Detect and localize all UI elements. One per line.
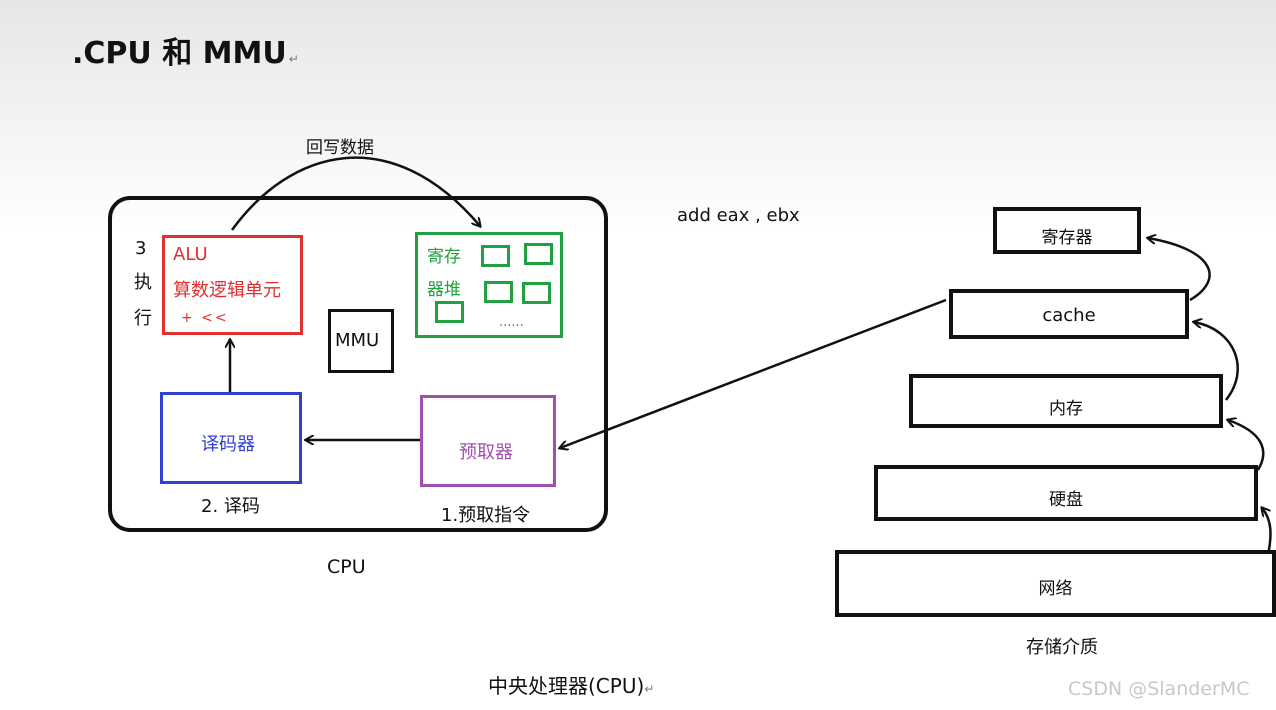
- storage-level-label: 网络: [1038, 579, 1073, 599]
- cpu-label: CPU: [327, 556, 366, 578]
- register-cell: [484, 281, 513, 303]
- slide-caption: 中央处理器(CPU)↵: [488, 670, 654, 699]
- mmu-label: MMU: [335, 330, 380, 351]
- storage-caption: 存储介质: [1026, 637, 1098, 658]
- prefetcher-box: 预取器: [420, 395, 556, 487]
- storage-level-label: 硬盘: [1049, 490, 1083, 510]
- register-heap-label-2: 器堆: [427, 280, 461, 300]
- cache-to-register-arrow: [1148, 238, 1211, 302]
- step3-number: 3: [135, 238, 147, 259]
- memory-to-cache-arrow: [1194, 322, 1239, 401]
- mmu-box: MMU: [328, 309, 394, 373]
- storage-level-network: 网络: [835, 550, 1276, 617]
- storage-level-label: cache: [1042, 305, 1096, 326]
- writeback-label: 回写数据: [306, 138, 374, 158]
- register-cell: [435, 301, 464, 323]
- cpu-frame: [108, 196, 608, 532]
- decoder-label: 译码器: [201, 434, 255, 455]
- alu-box: ALU 算数逻辑单元 + <<: [162, 235, 303, 335]
- prefetcher-label: 预取器: [459, 442, 513, 463]
- instruction-text: add eax , ebx: [677, 205, 800, 226]
- step3-exec-char1: 执: [134, 272, 152, 293]
- storage-level-label: 内存: [1049, 399, 1083, 419]
- storage-level-cache: cache: [949, 289, 1189, 339]
- writeback-arrow: [230, 156, 480, 231]
- cache-to-prefetch-arrow: [560, 298, 947, 448]
- register-cell: [522, 282, 551, 304]
- register-cell: [524, 243, 553, 265]
- return-mark-icon: ↵: [644, 682, 655, 696]
- storage-level-registers: 寄存器: [993, 207, 1141, 254]
- storage-level-label: 寄存器: [1041, 228, 1093, 248]
- return-mark-icon: ↵: [288, 52, 299, 66]
- register-cell: [481, 245, 510, 267]
- network-to-disk-arrow: [1262, 508, 1272, 556]
- alu-name: ALU: [173, 244, 208, 265]
- title-text: .CPU 和 MMU: [72, 36, 287, 71]
- disk-to-memory-arrow: [1228, 420, 1265, 471]
- alu-desc: 算数逻辑单元: [173, 280, 281, 301]
- storage-level-memory: 内存: [909, 374, 1223, 428]
- step1-label: 1.预取指令: [441, 505, 531, 526]
- watermark: CSDN @SlanderMC: [1068, 678, 1250, 700]
- storage-level-disk: 硬盘: [874, 465, 1258, 521]
- step2-label: 2. 译码: [201, 496, 260, 517]
- alu-ops: + <<: [181, 310, 229, 326]
- register-heap-dots: ......: [499, 315, 524, 330]
- step3-exec-char2: 行: [134, 308, 152, 329]
- slide-caption-text: 中央处理器(CPU): [488, 674, 645, 698]
- decoder-box: 译码器: [160, 392, 302, 484]
- page-title: .CPU 和 MMU↵: [72, 28, 299, 72]
- register-heap-label-1: 寄存: [427, 247, 461, 267]
- register-heap-box: 寄存 器堆 ......: [415, 232, 563, 338]
